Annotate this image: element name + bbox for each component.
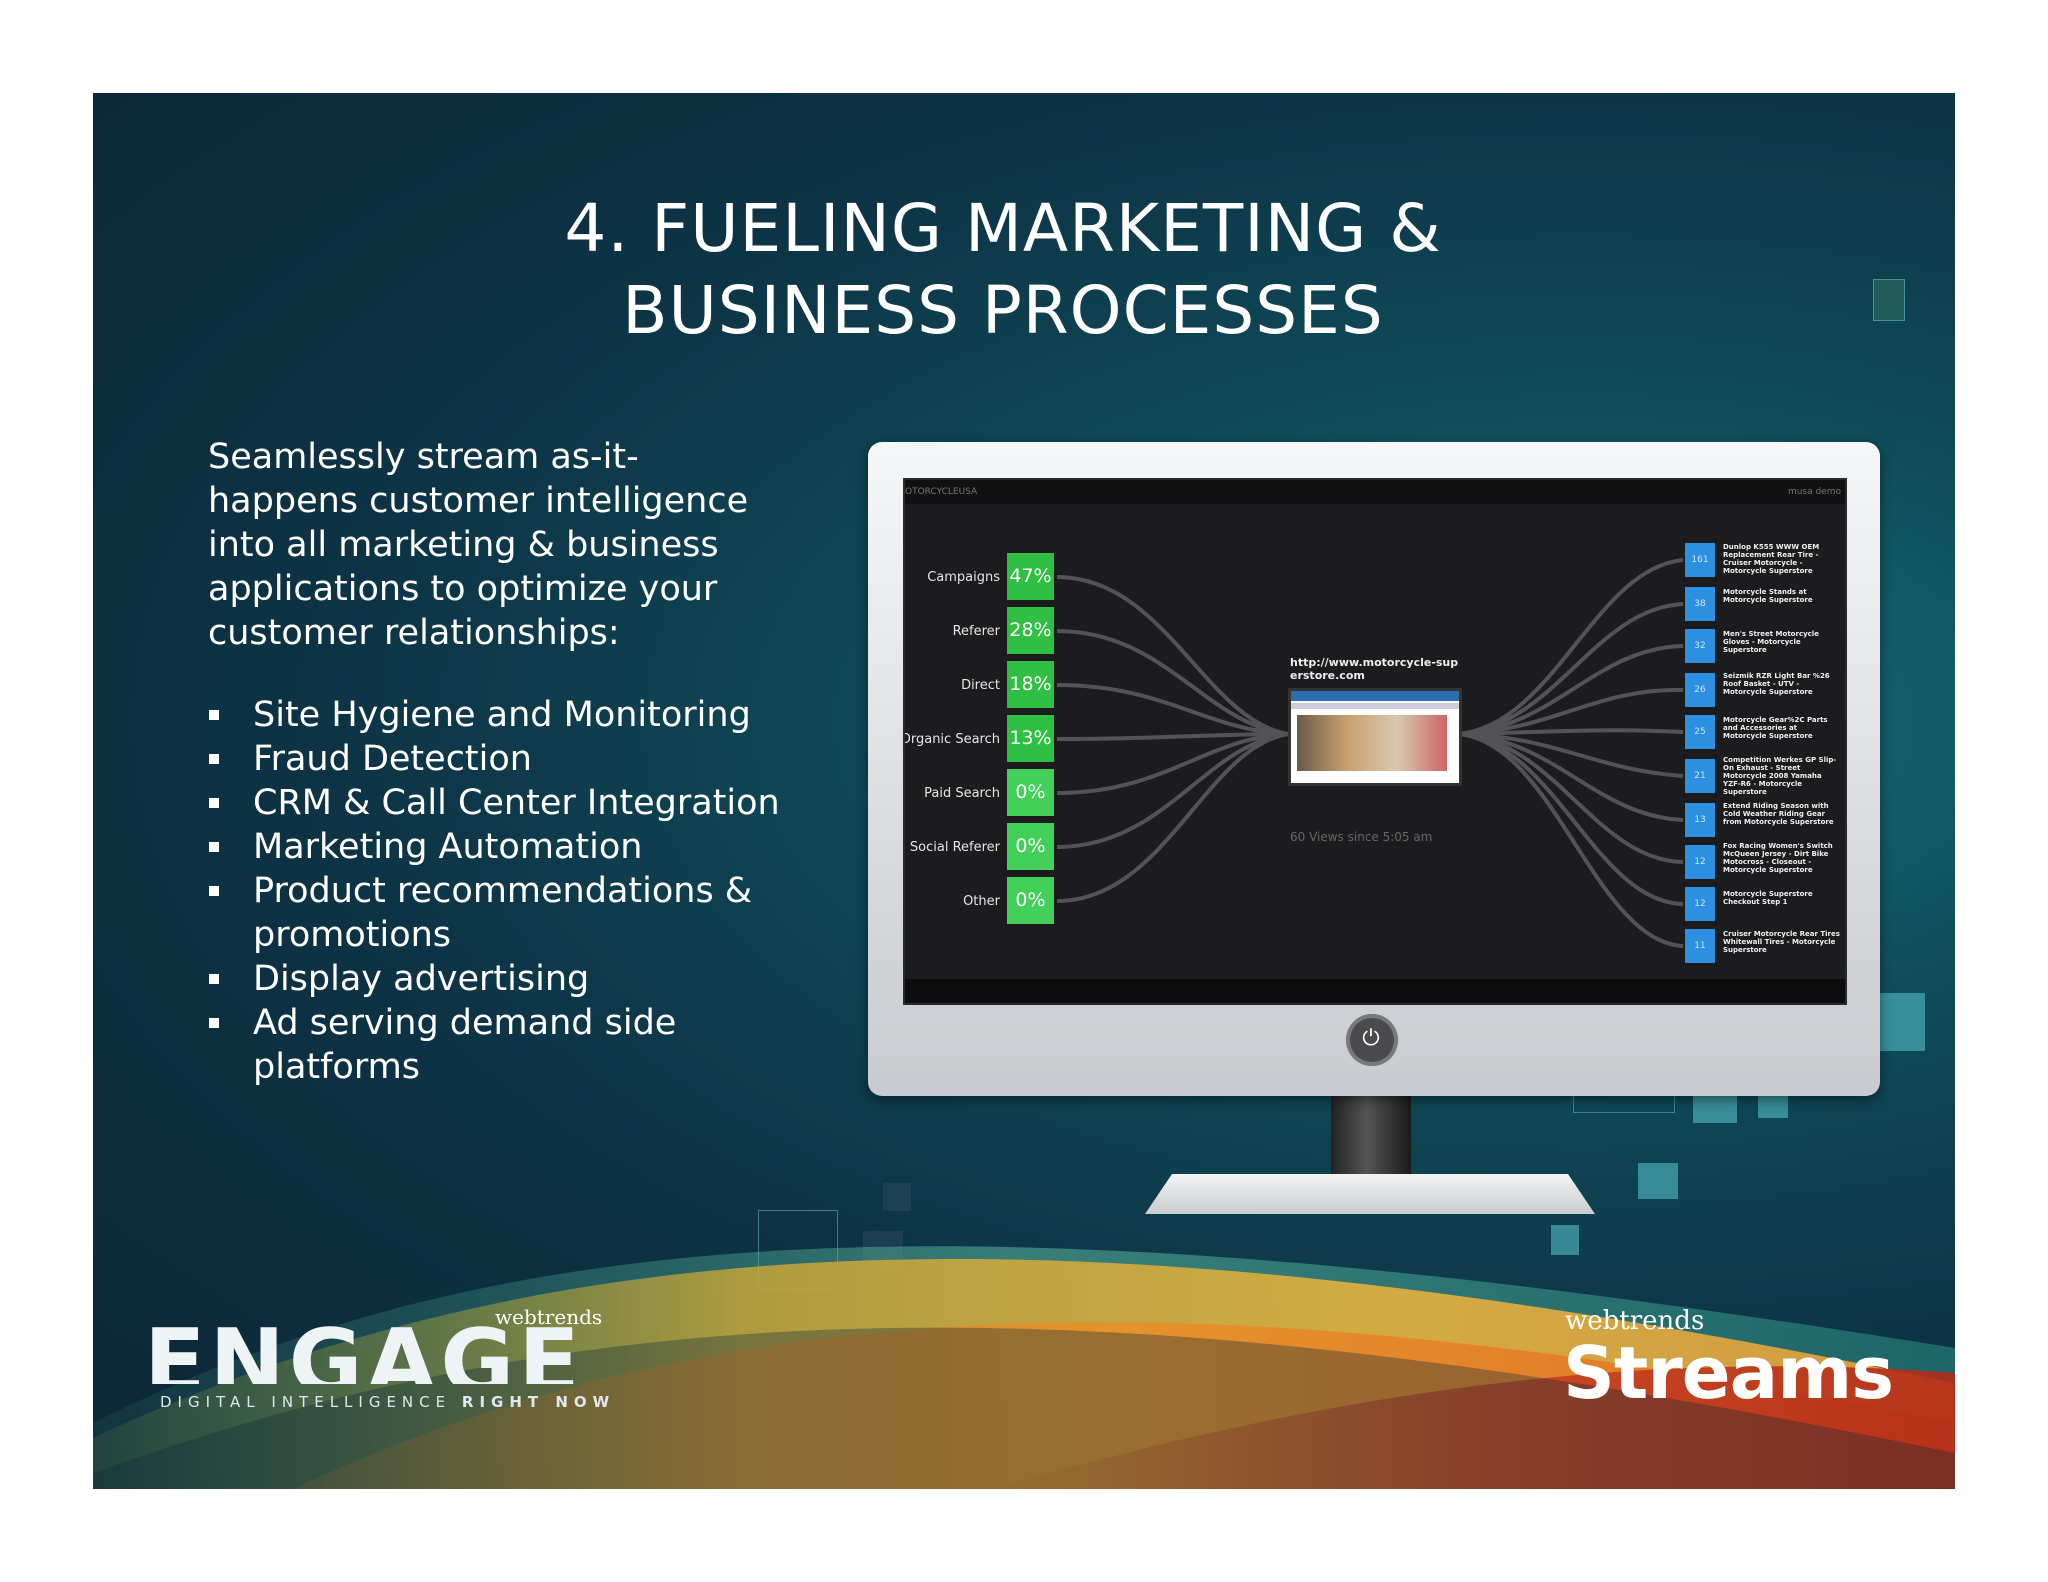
destination-title: Fox Racing Women's Switch McQueen Jersey… <box>1723 842 1833 874</box>
intro-paragraph: Seamlessly stream as-it- happens custome… <box>208 435 808 655</box>
intro-line: customer relationships: <box>208 613 620 653</box>
power-button <box>1346 1014 1398 1066</box>
destination-count: 21 <box>1685 759 1715 793</box>
source-label: Organic Search <box>903 732 1000 747</box>
intro-line: into all marketing & business <box>208 525 719 565</box>
destination-title: Men's Street Motorcycle Gloves - Motorcy… <box>1723 630 1819 654</box>
screen-site-name: OTORCYCLEUSA <box>905 487 978 497</box>
destination-count: 32 <box>1685 629 1715 663</box>
tagline-light: DIGITAL INTELLIGENCE <box>160 1393 452 1411</box>
square-bullet-icon <box>209 974 219 984</box>
deco-square <box>1875 993 1925 1051</box>
streams-brand-logo: webtrends <box>1565 1306 1705 1336</box>
bullet-item: Display advertising <box>206 957 826 1001</box>
deco-square <box>1551 1225 1579 1255</box>
bullet-item: Product recommendations &promotions <box>206 869 826 957</box>
destination-count: 13 <box>1685 803 1715 837</box>
destination-title: Competition Werkes GP Slip-On Exhaust - … <box>1723 756 1837 796</box>
source-percent: 0% <box>1007 823 1054 870</box>
source-label: Campaigns <box>927 570 1000 585</box>
page-url: http://www.motorcycle-superstore.com <box>1290 656 1459 682</box>
page-thumbnail <box>1288 688 1462 786</box>
monitor-base <box>1145 1174 1595 1214</box>
destination-title: Motorcycle Superstore Checkout Step 1 <box>1723 890 1813 906</box>
destination-title: Extend Riding Season with Cold Weather R… <box>1723 802 1834 826</box>
monitor: OTORCYCLEUSA musa demo <box>868 442 1880 1096</box>
source-percent: 47% <box>1007 553 1054 600</box>
destination-count: 161 <box>1685 543 1715 577</box>
title-line: 4. FUELING MARKETING & <box>564 190 1442 267</box>
source-label: Paid Search <box>924 786 1000 801</box>
destination-title: Motorcycle Gear%2C Parts and Accessories… <box>1723 716 1828 740</box>
screen-user-name: musa demo <box>1787 487 1841 497</box>
source-percent: 18% <box>1007 661 1054 708</box>
monitor-screen: OTORCYCLEUSA musa demo <box>903 478 1847 1005</box>
slide: 4. FUELING MARKETING & BUSINESS PROCESSE… <box>93 93 1955 1489</box>
destination-title: Seizmik RZR Light Bar %26 Roof Basket - … <box>1723 672 1830 696</box>
square-bullet-icon <box>209 1018 219 1028</box>
source-label: Referer <box>952 624 1000 639</box>
views-count: 60 Views since 5:05 am <box>1290 830 1433 844</box>
destination-title: Cruiser Motorcycle Rear Tires Whitewall … <box>1723 930 1840 954</box>
source-label: Direct <box>961 678 1000 693</box>
thumbnail-nav <box>1291 703 1459 709</box>
tagline-bold: RIGHT NOW <box>461 1393 616 1411</box>
bullet-list: Site Hygiene and Monitoring Fraud Detect… <box>206 693 826 1089</box>
source-percent: 0% <box>1007 877 1054 924</box>
intro-line: Seamlessly stream as-it- <box>208 437 639 477</box>
source-label: Other <box>963 894 1000 909</box>
engage-tagline: DIGITAL INTELLIGENCE RIGHT NOW <box>160 1393 615 1411</box>
intro-line: applications to optimize your <box>208 569 718 609</box>
square-bullet-icon <box>209 754 219 764</box>
destination-count: 38 <box>1685 587 1715 621</box>
flow-lines <box>1056 558 1684 948</box>
destination-count: 12 <box>1685 845 1715 879</box>
screen-footer-bar <box>905 979 1845 1003</box>
destination-title: Motorcycle Stands at Motorcycle Supersto… <box>1723 588 1813 604</box>
source-label: Social Referer <box>909 840 1000 855</box>
destination-title: Dunlop K555 WWW OEM Replacement Rear Tir… <box>1723 543 1820 575</box>
square-bullet-icon <box>209 886 219 896</box>
destination-count: 12 <box>1685 887 1715 921</box>
bullet-item: Fraud Detection <box>206 737 826 781</box>
square-bullet-icon <box>209 798 219 808</box>
destination-count: 11 <box>1685 929 1715 963</box>
deco-square <box>1638 1163 1678 1199</box>
square-bullet-icon <box>209 842 219 852</box>
source-percent: 13% <box>1007 715 1054 762</box>
source-percent: 28% <box>1007 607 1054 654</box>
thumbnail-banner <box>1297 715 1447 771</box>
monitor-neck <box>1331 1096 1411 1184</box>
engage-brand-logo: webtrends <box>495 1305 603 1329</box>
deco-square <box>883 1183 911 1211</box>
streams-logo: Streams <box>1563 1331 1894 1415</box>
intro-line: happens customer intelligence <box>208 481 749 521</box>
power-icon: ⏻ <box>1362 1026 1380 1051</box>
slide-title: 4. FUELING MARKETING & BUSINESS PROCESSE… <box>93 188 1913 352</box>
thumbnail-header <box>1291 691 1459 701</box>
bullet-item: Marketing Automation <box>206 825 826 869</box>
bullet-item: CRM & Call Center Integration <box>206 781 826 825</box>
title-line: BUSINESS PROCESSES <box>622 272 1384 349</box>
square-bullet-icon <box>209 710 219 720</box>
destination-count: 25 <box>1685 715 1715 749</box>
destination-count: 26 <box>1685 673 1715 707</box>
color-swoosh <box>93 1246 1955 1489</box>
source-percent: 0% <box>1007 769 1054 816</box>
deco-outline <box>1873 279 1905 321</box>
engage-logo: ENGAGE <box>144 1318 584 1384</box>
bullet-item: Site Hygiene and Monitoring <box>206 693 826 737</box>
screen-header-bar: OTORCYCLEUSA musa demo <box>905 480 1845 504</box>
